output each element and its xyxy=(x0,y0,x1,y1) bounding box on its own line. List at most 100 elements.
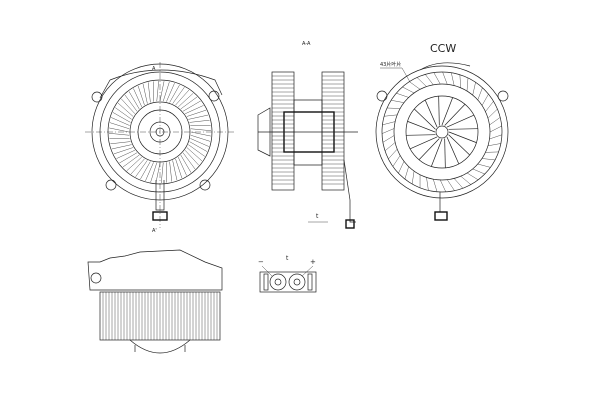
drawing-line xyxy=(145,162,154,181)
drawing-line xyxy=(115,107,132,120)
drawing-line xyxy=(459,74,461,88)
drawing-line xyxy=(108,133,130,136)
drawing-line xyxy=(438,96,440,126)
drawing-line xyxy=(406,134,436,136)
drawing-line xyxy=(155,162,161,183)
drawing-line xyxy=(424,100,438,128)
drawing-line xyxy=(188,144,205,157)
drawing-line xyxy=(166,83,175,102)
section-mark-bottom: A' xyxy=(152,228,157,234)
section-mark-top: A xyxy=(152,66,156,72)
drawing-line xyxy=(180,96,198,110)
drawing-line xyxy=(489,134,503,140)
drawing-line xyxy=(159,81,165,102)
drawing-line xyxy=(451,72,455,86)
drawing-line xyxy=(186,109,207,117)
drawing-line xyxy=(384,142,396,151)
drawing-line xyxy=(110,141,131,145)
drawing-line xyxy=(119,152,138,164)
drawing-line xyxy=(121,98,136,114)
drawing-line xyxy=(137,85,145,106)
drawing-line xyxy=(416,77,427,87)
drawing-line xyxy=(124,94,138,112)
drawing-line xyxy=(388,149,398,160)
drawing-line xyxy=(481,93,489,106)
drawing-line xyxy=(180,154,192,173)
connector-detail: t − + xyxy=(258,255,317,293)
section-title: A-A xyxy=(302,41,311,47)
drawing-line xyxy=(396,92,409,98)
drawing-line xyxy=(442,71,448,85)
drawing-line xyxy=(130,158,145,175)
drawing-line xyxy=(140,161,151,180)
drawing-line xyxy=(425,74,434,85)
drawing-line xyxy=(448,128,478,130)
side-elevation-view xyxy=(87,249,223,354)
drawing-line xyxy=(163,81,170,102)
drawing-line xyxy=(444,138,446,168)
drawing-line xyxy=(384,114,398,117)
drawing-line xyxy=(477,87,483,101)
drawing-line xyxy=(112,112,131,123)
drawing-line xyxy=(485,101,494,112)
drawing-line xyxy=(109,122,130,129)
drawing-line xyxy=(113,147,134,155)
drawing-line xyxy=(410,136,438,150)
drawing-line xyxy=(190,131,211,137)
drawing-line xyxy=(150,162,157,183)
drawing-line xyxy=(418,138,440,160)
drawing-line xyxy=(444,104,466,126)
drawing-line xyxy=(178,93,194,108)
drawing-line xyxy=(382,135,395,143)
drawing-line xyxy=(109,127,130,133)
drawing-line xyxy=(190,135,211,142)
drawing-line xyxy=(489,125,502,133)
drawing-line xyxy=(111,117,130,126)
drawing-line xyxy=(117,102,134,117)
drawing-line xyxy=(441,97,453,126)
drawing-line xyxy=(169,84,180,103)
drawing-line xyxy=(426,177,429,191)
drawing-line xyxy=(189,141,208,152)
blade-count-label: 43片叶片 xyxy=(380,61,401,68)
rotation-arrow-icon xyxy=(419,62,471,71)
drawing-line xyxy=(487,143,501,147)
drawing-line xyxy=(446,114,474,128)
plus-terminal-label: + xyxy=(310,258,316,266)
drawing-line xyxy=(142,83,148,104)
drawing-line xyxy=(184,105,204,114)
terminal-view-label-front: t xyxy=(286,255,289,262)
drawing-line xyxy=(414,108,436,130)
terminal-view-label-side: t xyxy=(316,213,319,220)
drawing-line xyxy=(186,147,203,162)
drawing-line xyxy=(453,178,464,189)
rotation-direction-label: CCW xyxy=(430,42,456,55)
drawing-line xyxy=(404,166,409,180)
drawing-line xyxy=(487,108,498,119)
drawing-line xyxy=(190,138,209,147)
drawing-line xyxy=(175,89,190,106)
drawing-line xyxy=(392,155,401,167)
drawing-line xyxy=(431,138,443,167)
drawing-line xyxy=(175,158,183,179)
drawing-line xyxy=(391,100,405,103)
front-view: A A' xyxy=(85,62,235,234)
drawing-line xyxy=(135,160,148,177)
drawing-line xyxy=(182,152,196,170)
drawing-line xyxy=(447,179,455,191)
drawing-line xyxy=(172,87,185,104)
drawing-line xyxy=(489,117,501,126)
drawing-line xyxy=(111,144,132,150)
drawing-line xyxy=(472,82,476,96)
drawing-line xyxy=(184,150,199,166)
drawing-line xyxy=(407,121,436,133)
drawing-line xyxy=(402,86,415,94)
drawing-line xyxy=(133,88,142,108)
drawing-line xyxy=(472,168,485,175)
drawing-line xyxy=(482,158,496,161)
side-section-view: A-A t xyxy=(257,41,358,229)
drawing-line xyxy=(190,128,212,131)
minus-terminal-label: − xyxy=(258,258,264,266)
drawing-line xyxy=(382,121,396,126)
drawing-line xyxy=(172,160,178,181)
